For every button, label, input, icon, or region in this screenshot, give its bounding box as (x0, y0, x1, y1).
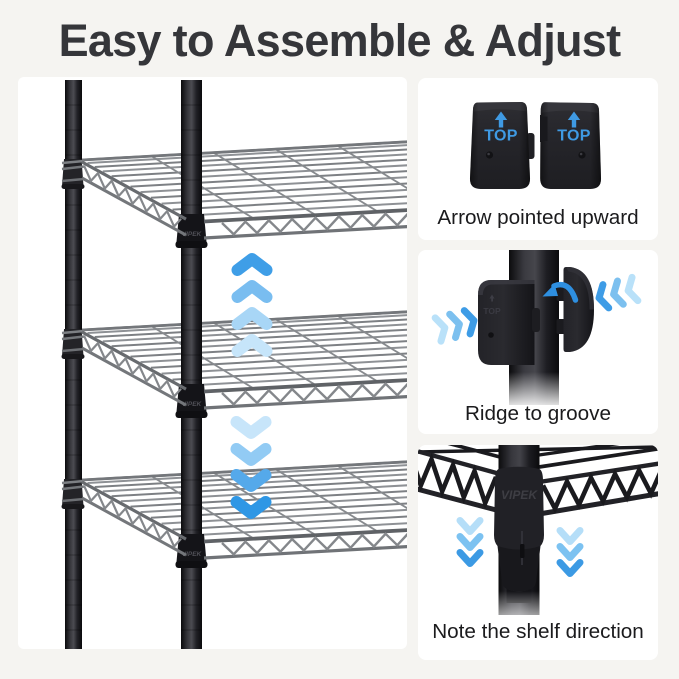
svg-text:TOP: TOP (557, 128, 591, 145)
svg-text:VIPEK: VIPEK (182, 231, 203, 238)
svg-text:VIPEK: VIPEK (182, 551, 203, 558)
svg-text:TOP: TOP (483, 306, 501, 316)
svg-text:VIPEK: VIPEK (182, 401, 203, 408)
svg-text:VIPEK: VIPEK (501, 488, 538, 502)
svg-text:TOP: TOP (484, 128, 518, 145)
